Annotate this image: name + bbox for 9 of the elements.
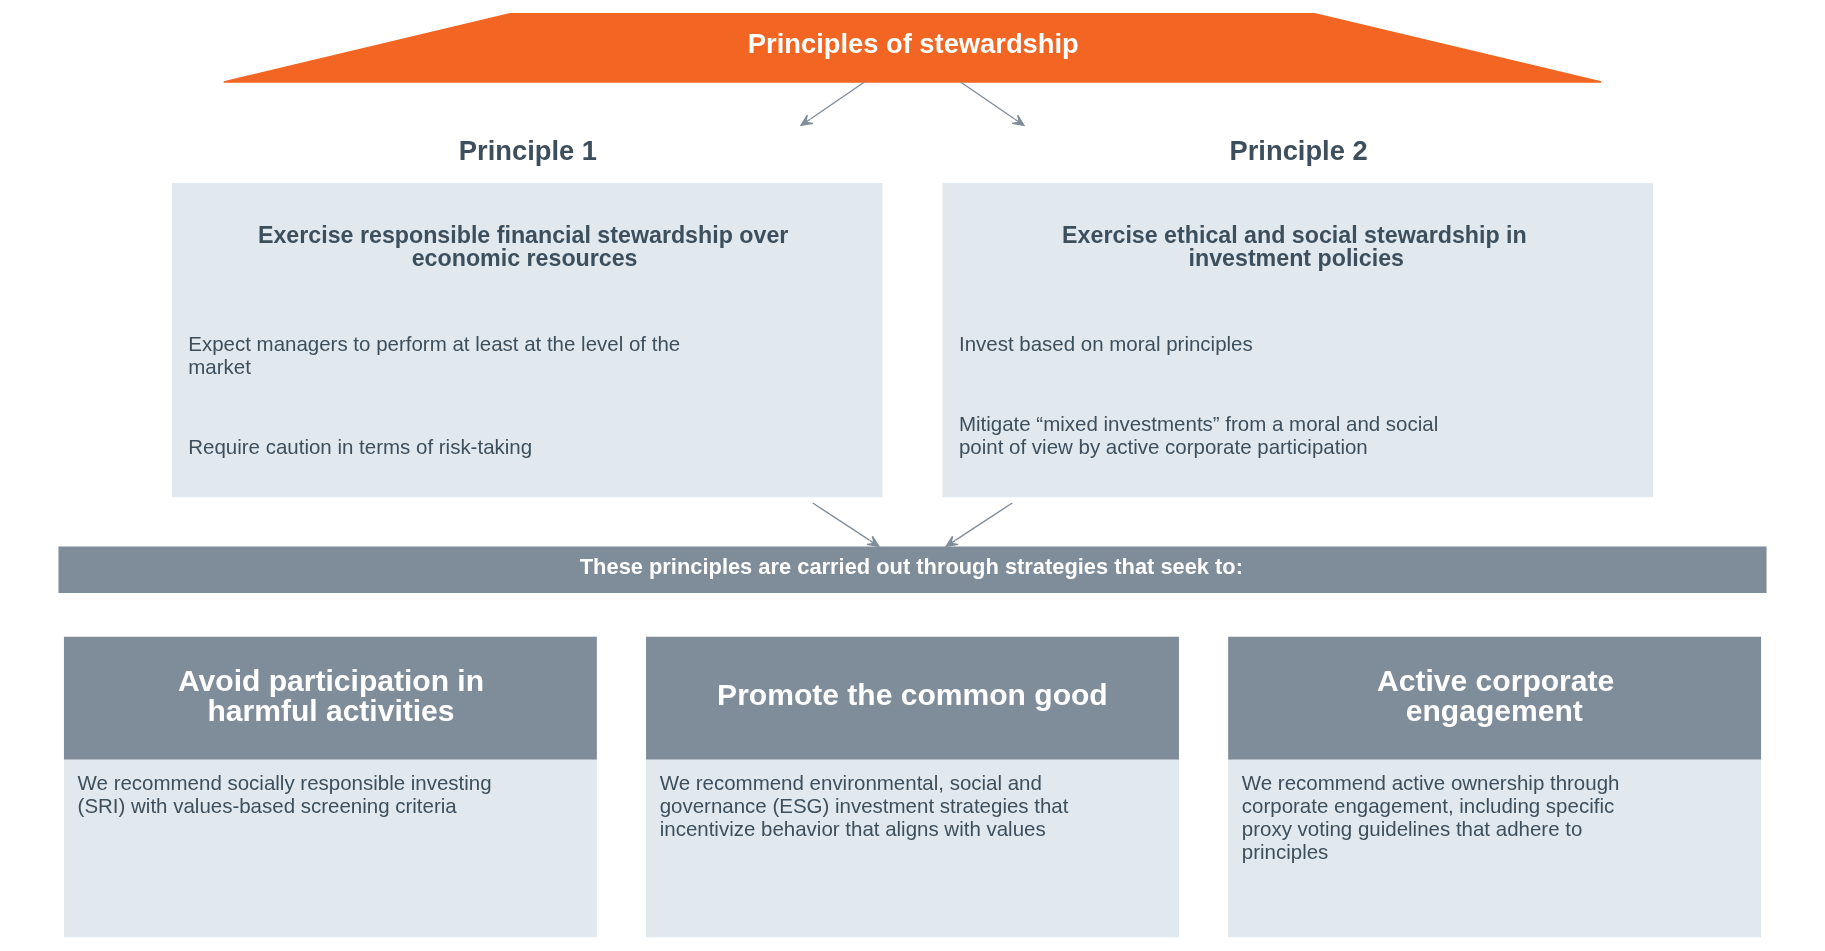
arrow (800, 81, 866, 127)
arrow (945, 502, 1013, 547)
node-label: Principle 1 (458, 134, 597, 166)
arrow (959, 81, 1025, 127)
node-label: Principle 2 (1229, 134, 1368, 166)
node-box: These principles are carried out through strategies that seek to: (58, 546, 1767, 593)
arrow (812, 502, 880, 547)
node-box: Exercise ethical and social stewardship in investment policies Invest based on moral principles Mitigate “mixed investments” from a moral and social point of view by active corporate participation (942, 183, 1654, 498)
node-box: Exercise responsible financial stewardship over economic resources Expect managers to perform at least at the level of the market Require caution in terms of risk-taking (171, 183, 883, 498)
